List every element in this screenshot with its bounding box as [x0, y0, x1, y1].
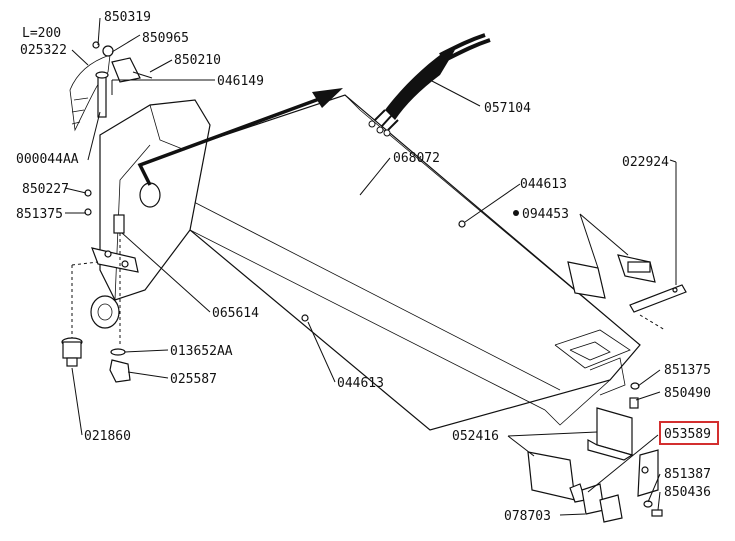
hose-harness [368, 33, 491, 137]
label-850436: 850436 [664, 485, 711, 500]
rail [629, 284, 687, 331]
bullet-icon [513, 210, 519, 216]
label-850490: 850490 [664, 386, 711, 401]
label-850210: 850210 [174, 53, 221, 68]
note-length: L=200 [22, 26, 61, 41]
label-021860: 021860 [84, 429, 131, 444]
chain-plate [69, 54, 111, 132]
label-057104: 057104 [484, 101, 531, 116]
label-044613-bottom: 044613 [337, 376, 384, 391]
leader-lines [64, 17, 677, 516]
left-bracket [71, 99, 211, 345]
label-044613-top: 044613 [520, 177, 567, 192]
label-053589: 053589 [664, 427, 711, 442]
label-851375-left: 851375 [16, 207, 63, 222]
label-850319: 850319 [104, 10, 151, 25]
label-052416: 052416 [452, 429, 499, 444]
label-094453: 094453 [522, 207, 569, 222]
label-068072: 068072 [393, 151, 440, 166]
label-025587: 025587 [170, 372, 217, 387]
label-025322: 025322 [20, 43, 67, 58]
label-851375-right: 851375 [664, 363, 711, 378]
label-065614: 065614 [212, 306, 259, 321]
label-850227: 850227 [22, 182, 69, 197]
label-000044AA: 000044AA [16, 152, 79, 167]
lower-right-parts [527, 382, 663, 523]
label-046149: 046149 [217, 74, 264, 89]
label-851387: 851387 [664, 467, 711, 482]
highlight-box [659, 421, 719, 445]
part-labels: L=200 850319 025322 850965 850210 046149… [16, 10, 719, 524]
lower-left-parts [61, 189, 466, 383]
pads [567, 254, 656, 299]
label-850965: 850965 [142, 31, 189, 46]
pin-assembly [92, 41, 153, 118]
label-022924: 022924 [622, 155, 669, 170]
label-078703: 078703 [504, 509, 551, 524]
direction-arrow [137, 88, 343, 186]
label-013652AA: 013652AA [170, 344, 233, 359]
